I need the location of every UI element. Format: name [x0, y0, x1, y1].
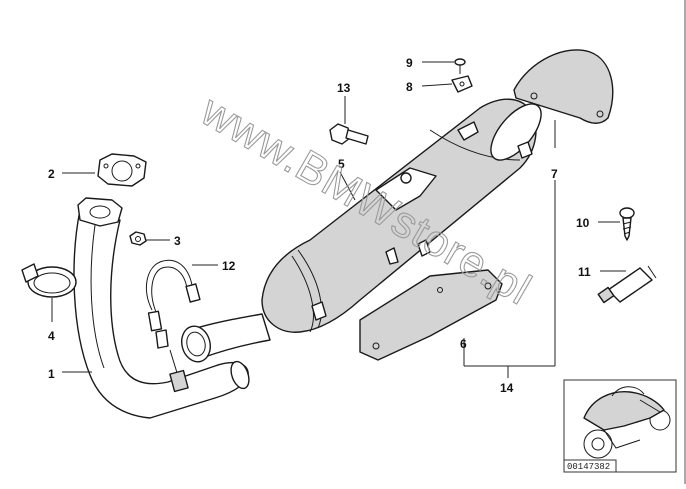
- tapping-screw: [619, 207, 635, 241]
- callout-6: 6: [460, 337, 467, 351]
- clip-nut: [451, 75, 473, 93]
- connector-pipe: [180, 313, 271, 363]
- hex-bolt: [329, 123, 369, 145]
- callout-11: 11: [578, 265, 591, 279]
- lambda-sensor: [145, 259, 201, 393]
- rear-silencer: [261, 98, 542, 333]
- screw: [454, 58, 466, 74]
- motorcycle-thumbnail-icon: [583, 386, 671, 459]
- manifold-flange: [77, 197, 123, 227]
- callout-13: 13: [337, 81, 351, 95]
- callout-2: 2: [48, 167, 55, 181]
- heat-shield: [359, 269, 503, 361]
- pipe-clamp: [21, 263, 77, 298]
- callout-8: 8: [406, 80, 413, 94]
- gasket: [97, 153, 147, 187]
- callout-4: 4: [48, 329, 55, 343]
- callout-3: 3: [174, 234, 181, 248]
- callout-5: 5: [338, 157, 345, 171]
- reference-number: 00147382: [567, 462, 610, 472]
- callout-7: 7: [551, 167, 558, 181]
- callout-14: 14: [500, 381, 514, 395]
- callout-9: 9: [406, 56, 413, 70]
- assembly-paste-tube: [597, 265, 657, 304]
- callout-12: 12: [222, 259, 236, 273]
- end-cap: [513, 49, 614, 124]
- callout-10: 10: [576, 216, 590, 230]
- callout-1: 1: [48, 367, 55, 381]
- exhaust-manifold-pipe: [73, 209, 250, 419]
- flange-nut: [129, 231, 147, 246]
- motorcycle-thumbnail: 00147382: [563, 379, 677, 473]
- leader-lines: [51, 61, 626, 378]
